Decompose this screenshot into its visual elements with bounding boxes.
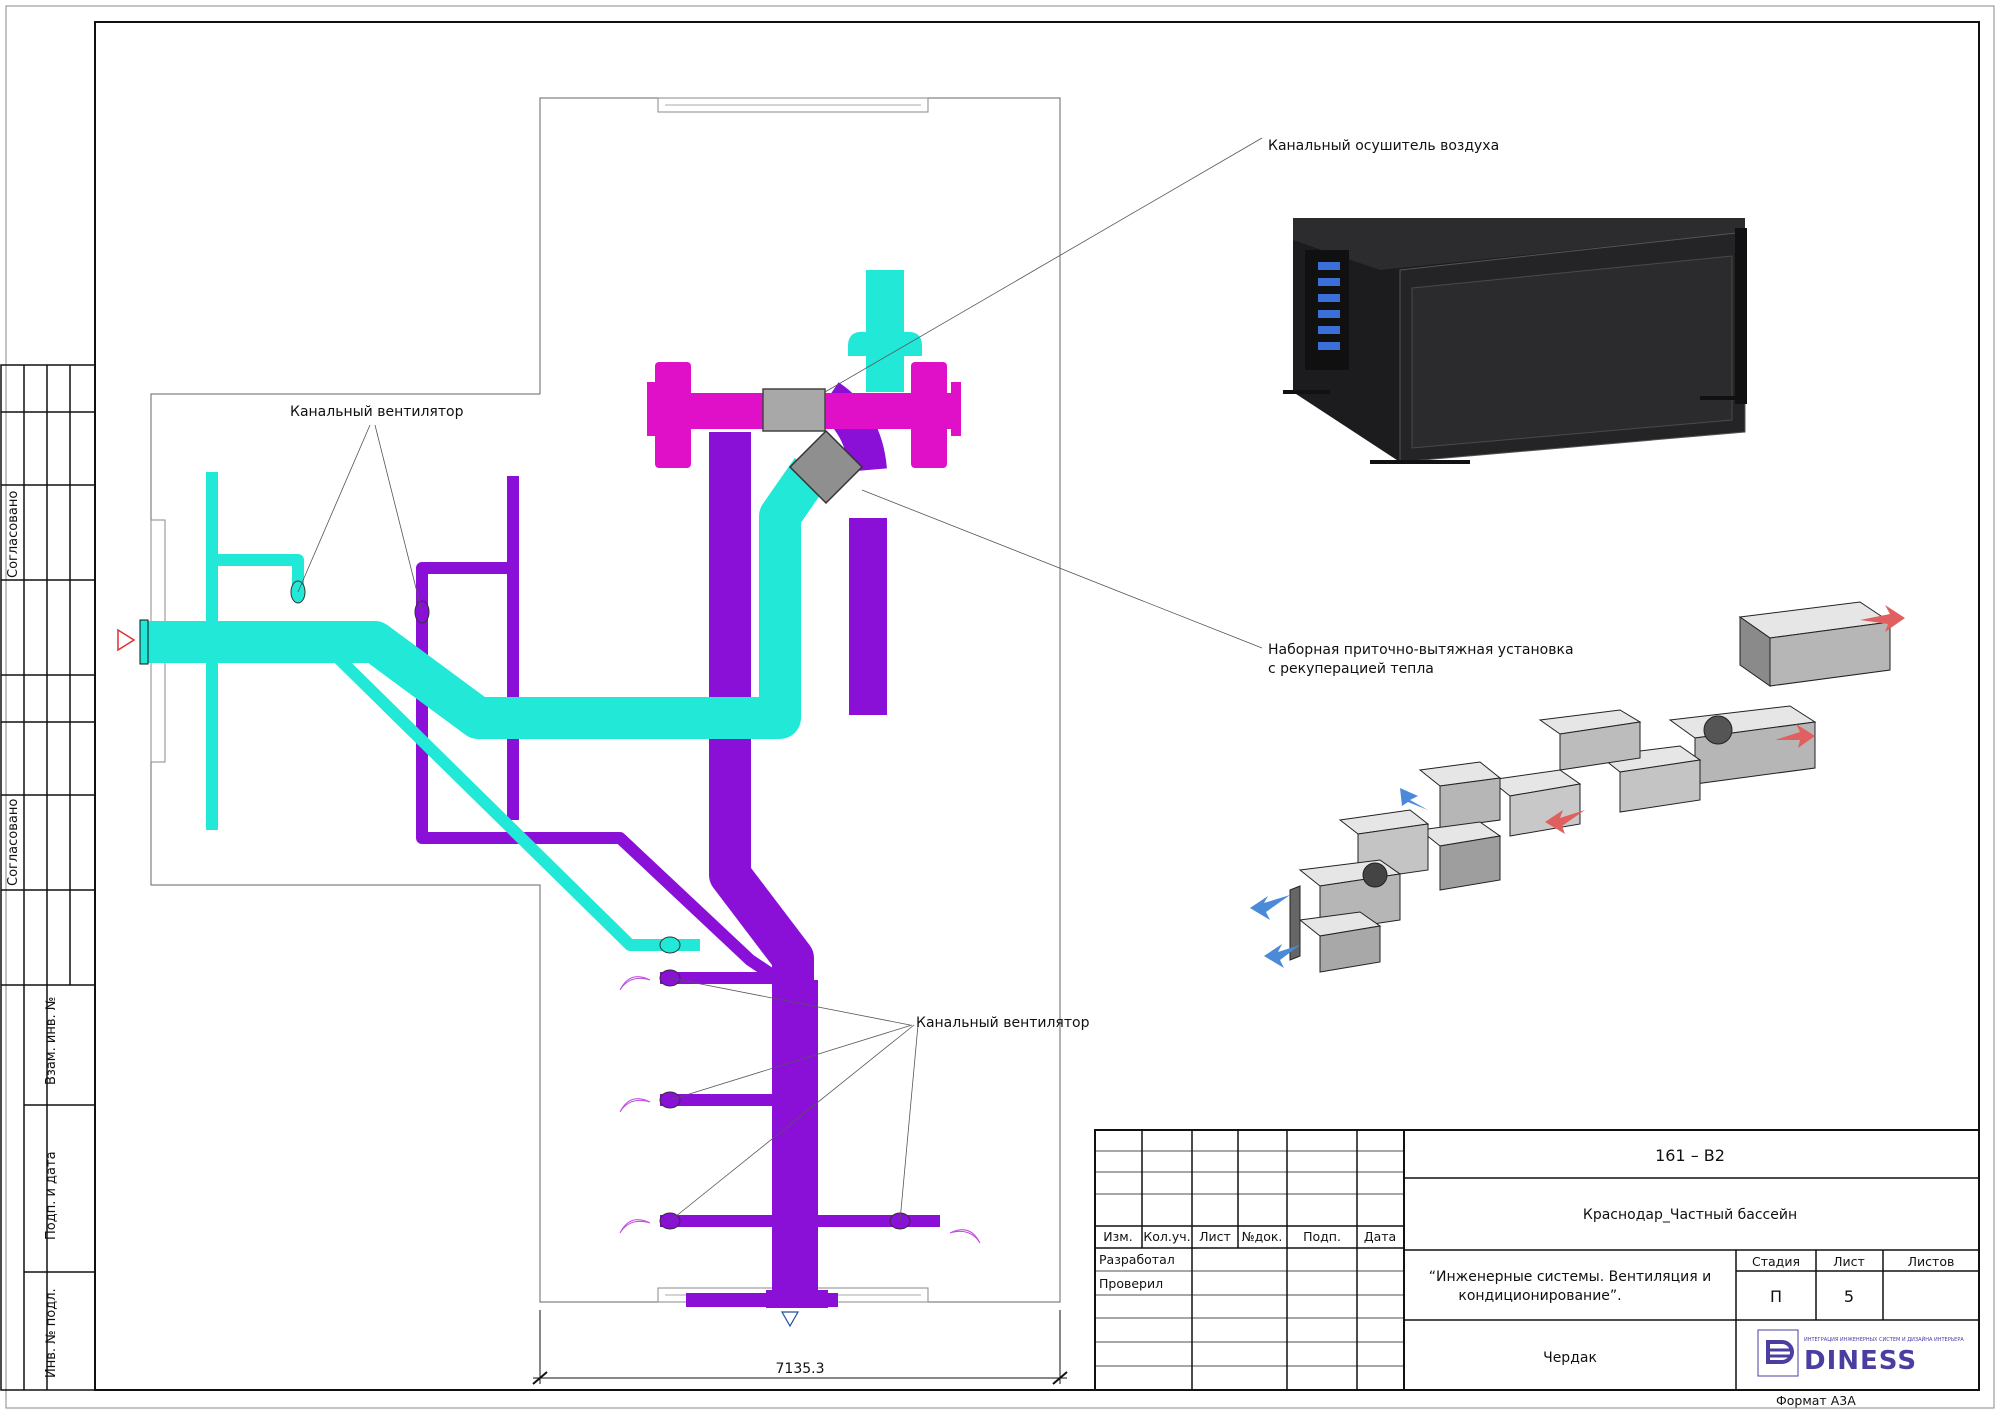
supply-inlet-marker <box>117 628 136 652</box>
exhaust-ducts <box>416 432 940 1307</box>
duct-fans <box>290 580 911 1230</box>
exhaust-outlet-marker <box>780 1311 800 1328</box>
dimension-value: 7135.3 <box>776 1361 825 1377</box>
callout-dehumidifier: Канальный осушитель воздуха <box>1268 138 1499 154</box>
agreed-label-2: Согласовано <box>6 799 21 886</box>
diness-logo <box>1757 1329 1799 1377</box>
callout-ahu-line1: Наборная приточно-вытяжная установка <box>1268 642 1574 658</box>
tb-header-kol: Кол.уч. <box>1143 1229 1190 1244</box>
dehumidifier-image <box>1283 218 1747 464</box>
ahu-modules-image <box>1289 601 1892 973</box>
supply-loop <box>212 554 304 598</box>
tb-header-podp: Подп. <box>1303 1229 1341 1244</box>
tb-doc-title-1: “Инженерные системы. Вентиляция и <box>1429 1269 1711 1285</box>
sheet-format: Формат А3А <box>1776 1393 1856 1408</box>
dimension-line <box>532 1310 1068 1385</box>
logo-tagline: ИНТЕГРАЦИЯ ИНЖЕНЕРНЫХ СИСТЕМ И ДИЗАЙНА И… <box>1804 1336 1964 1343</box>
exhaust-main-riser <box>709 432 814 1300</box>
tb-developed: Разработал <box>1099 1252 1175 1267</box>
inv-replace-label: Взам. инв. № <box>44 997 59 1085</box>
tb-header-ndok: №док. <box>1242 1229 1283 1244</box>
tb-header-data: Дата <box>1364 1229 1396 1244</box>
exhaust-grilles <box>619 976 981 1244</box>
callout-fan-top: Канальный вентилятор <box>290 404 464 420</box>
title-block <box>1094 1129 1980 1391</box>
tb-doc-title-2: кондиционирование”. <box>1458 1288 1621 1304</box>
supply-inlet-flange <box>139 619 149 665</box>
tb-stage-label: Стадия <box>1752 1254 1800 1269</box>
logo-text: DINESS <box>1804 1346 1917 1376</box>
tb-header-list: Лист <box>1199 1229 1231 1244</box>
supply-main <box>145 458 830 739</box>
recuperator-unit <box>788 429 864 505</box>
tb-sheet-label: Лист <box>1833 1254 1865 1269</box>
side-stamp <box>0 364 96 1391</box>
exhaust-outlet-box <box>766 1290 828 1308</box>
tb-checked: Проверил <box>1099 1276 1163 1291</box>
ahu-airflow-arrows <box>1250 605 1905 968</box>
leader-lines <box>297 137 1263 1222</box>
inv-orig-label: Инв. № подл. <box>44 1288 59 1378</box>
sheet-outer-border <box>5 5 1995 1409</box>
tb-header-izm: Изм. <box>1103 1229 1132 1244</box>
tb-sheet-value: 5 <box>1844 1287 1854 1306</box>
tb-sheet-name: Чердак <box>1543 1350 1597 1366</box>
sign-date-label: Подп. и дата <box>44 1151 59 1240</box>
agreed-label-1: Согласовано <box>6 491 21 578</box>
dehumidifier-unit <box>762 388 826 432</box>
tb-code: 161 – В2 <box>1655 1146 1725 1165</box>
tb-sheets-label: Листов <box>1908 1254 1955 1269</box>
callout-ahu-line2: с рекуперацией тепла <box>1268 661 1434 677</box>
tb-stage-value: П <box>1770 1287 1782 1306</box>
tb-project: Краснодар_Частный бассейн <box>1583 1207 1797 1223</box>
callout-fan-bottom: Канальный вентилятор <box>916 1015 1090 1031</box>
